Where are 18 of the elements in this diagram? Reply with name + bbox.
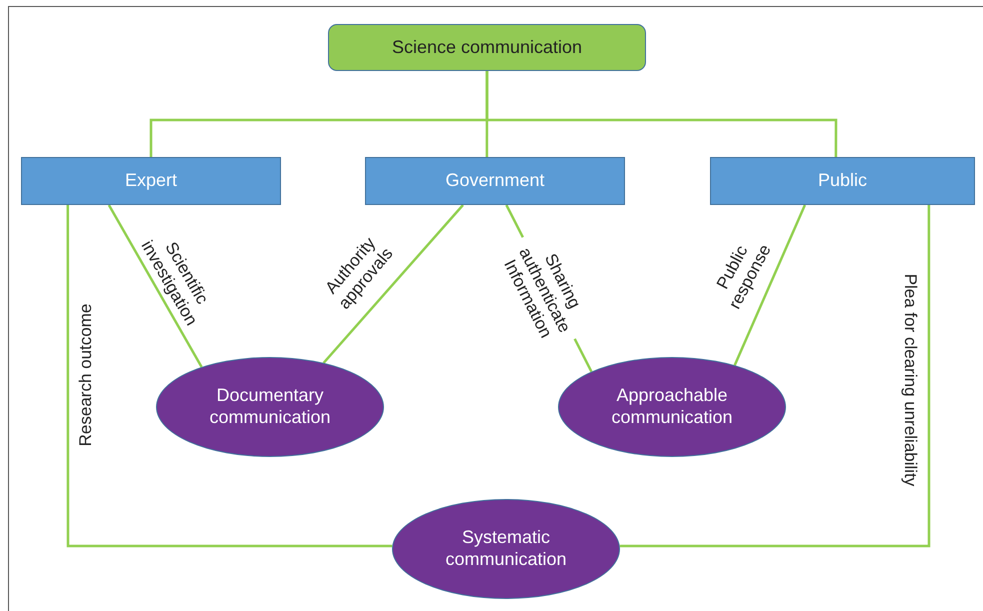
connector-line [66, 205, 392, 548]
node-label: Documentary communication [208, 385, 332, 429]
connector-line [108, 204, 203, 368]
node-label: Systematic communication [444, 527, 568, 571]
category-box [21, 157, 281, 205]
category-box [365, 157, 625, 205]
node-label: Approachable communication [610, 385, 734, 429]
connector-line [486, 71, 488, 157]
node-label: Expert [124, 170, 178, 192]
category-box [710, 157, 975, 205]
node-label: Public [818, 170, 868, 192]
node-label: Government [445, 170, 545, 192]
connector-line [620, 205, 930, 548]
rounded-box [328, 24, 646, 71]
connector-line [486, 71, 838, 157]
connector-line [322, 204, 464, 364]
connector-line [734, 204, 806, 366]
node-label: Science communication [392, 36, 582, 58]
